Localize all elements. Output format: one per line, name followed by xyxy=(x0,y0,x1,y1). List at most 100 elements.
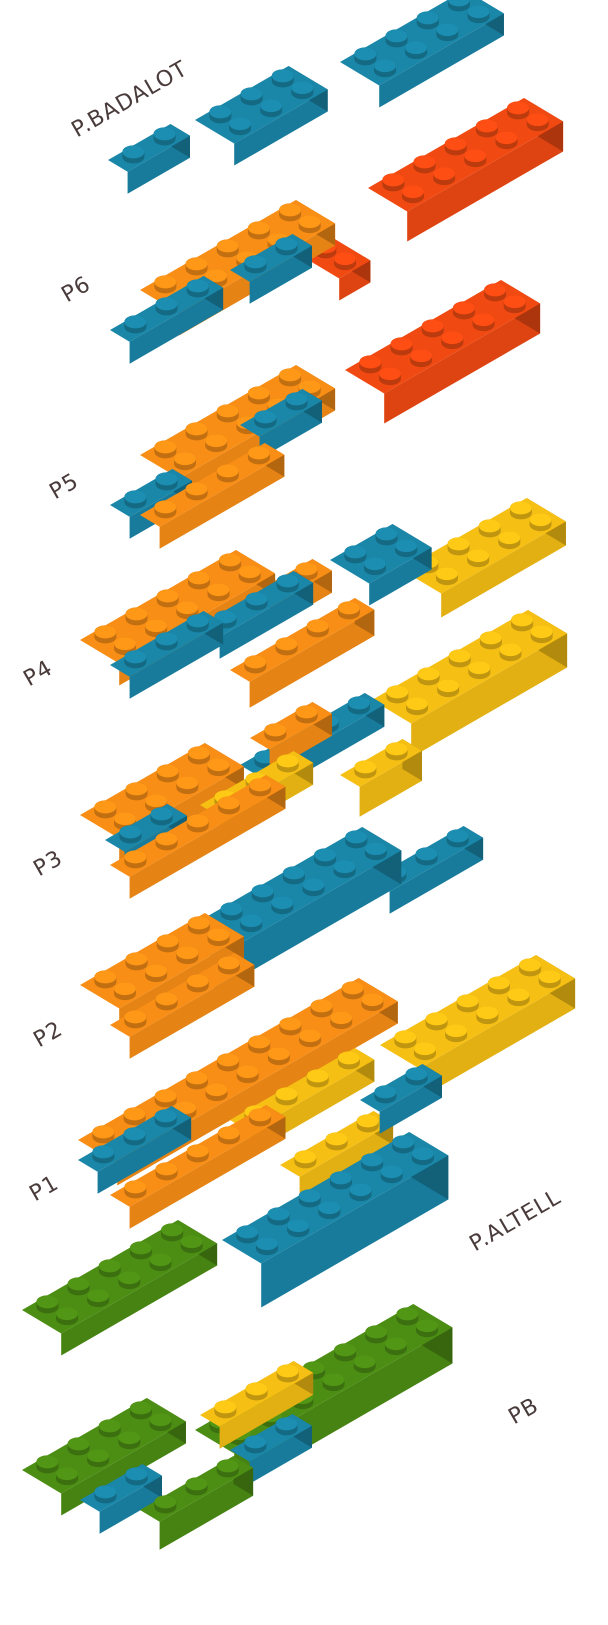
stud xyxy=(145,619,168,638)
stud xyxy=(123,1127,146,1146)
stud xyxy=(240,87,263,106)
brick-blue-45-front-face xyxy=(99,1475,162,1534)
stud xyxy=(238,565,261,584)
stud xyxy=(425,1012,448,1031)
stud xyxy=(529,513,552,532)
stud xyxy=(94,625,117,644)
stud xyxy=(154,1495,177,1514)
stud xyxy=(123,1107,146,1126)
stud xyxy=(209,105,232,124)
brick-blue-2-front-face xyxy=(127,135,190,194)
stud xyxy=(98,1419,121,1438)
stud xyxy=(214,610,237,629)
stud xyxy=(260,99,283,118)
stud xyxy=(291,81,314,100)
stud xyxy=(445,1024,468,1043)
stud xyxy=(294,1150,317,1169)
stud xyxy=(244,255,267,274)
stud xyxy=(207,583,230,602)
stud xyxy=(173,452,196,471)
stud xyxy=(464,149,487,168)
stud xyxy=(154,275,177,294)
stud xyxy=(264,723,287,742)
stud xyxy=(155,297,178,316)
stud xyxy=(498,531,521,550)
stud xyxy=(386,685,409,704)
stud xyxy=(467,549,490,568)
stud xyxy=(186,279,209,298)
brick-blue-6-front-face xyxy=(249,245,312,304)
stud xyxy=(447,0,470,12)
stud xyxy=(390,337,413,356)
stud xyxy=(176,946,199,965)
stud xyxy=(240,914,263,933)
stud xyxy=(92,1125,115,1144)
stud xyxy=(345,830,368,849)
stud xyxy=(217,1053,240,1072)
stud xyxy=(374,1085,397,1104)
brick-blue-38-front-face xyxy=(379,1075,442,1134)
stud xyxy=(361,993,384,1012)
stud xyxy=(444,137,467,156)
stud xyxy=(385,29,408,48)
stud xyxy=(354,47,377,66)
stud xyxy=(176,601,199,620)
stud xyxy=(154,1089,177,1108)
stud xyxy=(36,1295,59,1314)
stud xyxy=(356,1114,379,1133)
stud xyxy=(219,553,242,572)
stud xyxy=(380,1165,403,1184)
brick-green-40-front-face xyxy=(61,1243,218,1356)
stud xyxy=(156,934,179,953)
stud xyxy=(395,539,418,558)
stud xyxy=(275,1417,298,1436)
stud xyxy=(244,655,267,674)
stud xyxy=(287,1219,310,1238)
stud xyxy=(113,982,136,1001)
stud xyxy=(507,988,530,1007)
stud xyxy=(185,422,208,441)
stud xyxy=(503,295,526,314)
brick-yellow-20-front-face xyxy=(411,633,568,758)
stud xyxy=(187,916,210,935)
brick-blue-10-front-face xyxy=(259,400,322,459)
stud xyxy=(276,574,299,593)
stud xyxy=(187,571,210,590)
stud xyxy=(271,69,294,88)
stud xyxy=(36,1455,59,1474)
stud xyxy=(435,567,458,586)
stud xyxy=(216,1459,239,1478)
stud xyxy=(375,527,398,546)
stud xyxy=(94,1485,117,1504)
stud xyxy=(248,1035,271,1054)
stud xyxy=(299,1029,322,1048)
stud xyxy=(279,1017,302,1036)
brick-yellow-37-front-face xyxy=(299,1122,394,1199)
stud xyxy=(118,1431,141,1450)
stud xyxy=(125,607,148,626)
stud xyxy=(405,697,428,716)
stud xyxy=(446,829,469,848)
stud xyxy=(124,650,147,669)
stud xyxy=(149,1253,172,1272)
stud xyxy=(245,1382,268,1401)
stud xyxy=(405,1067,428,1086)
brick-yellow-42-front-face xyxy=(219,1372,314,1449)
brick-blue-14-front-face xyxy=(369,547,432,606)
stud xyxy=(538,970,561,989)
stud xyxy=(275,1087,298,1106)
stud xyxy=(421,319,444,338)
stud xyxy=(155,832,178,851)
stud xyxy=(447,537,470,556)
stud xyxy=(354,760,377,779)
stud xyxy=(122,145,145,164)
stud xyxy=(186,1144,209,1163)
stud xyxy=(207,928,230,947)
stud xyxy=(161,1223,184,1242)
brick-red-3-front-face xyxy=(407,121,564,242)
stud xyxy=(410,349,433,368)
stud xyxy=(476,1006,499,1025)
stud xyxy=(228,117,251,136)
stud xyxy=(154,440,177,459)
stud xyxy=(205,1083,228,1102)
